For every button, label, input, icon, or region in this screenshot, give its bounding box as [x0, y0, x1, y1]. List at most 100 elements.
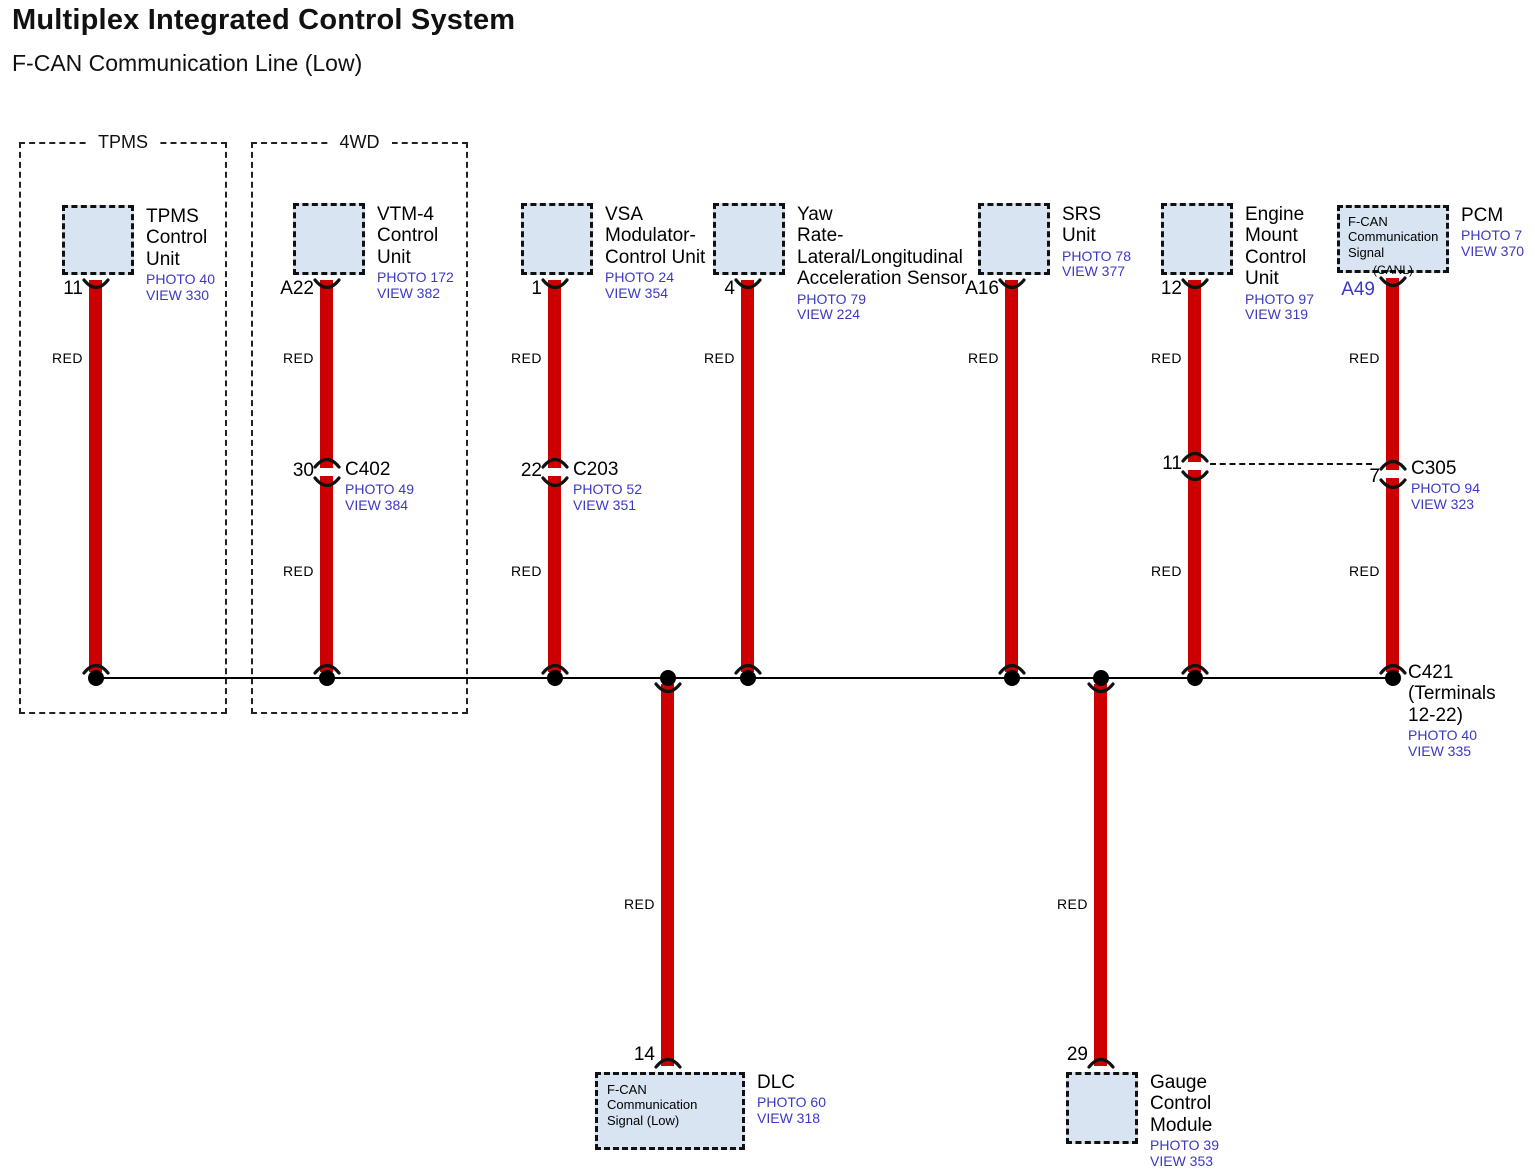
wire-top-terminal-arc-tpms	[81, 277, 111, 292]
pin-label-srs: A16	[965, 278, 999, 299]
wire-color-label: RED	[1348, 563, 1380, 579]
connector-gap-engine-mount	[1187, 462, 1203, 470]
page-subtitle: F-CAN Communication Line (Low)	[12, 50, 363, 76]
photo-view-refs: PHOTO 94 VIEW 323	[1411, 481, 1480, 512]
connector-symbol-upper-pcm	[1378, 457, 1408, 472]
photo-view-refs: PHOTO 79 VIEW 224	[797, 291, 967, 323]
wire-top-terminal-arc-srs	[997, 277, 1027, 292]
wire-top-terminal-arc-vsa	[540, 277, 570, 292]
component-box-vtm4-control-unit	[293, 203, 365, 275]
pin-label-c203: 22	[520, 460, 542, 481]
component-name: Yaw Rate- Lateral/Longitudinal Accelerat…	[797, 204, 968, 290]
photo-view-refs: PHOTO 24 VIEW 354	[605, 270, 705, 301]
view-ref: VIEW 318	[757, 1109, 821, 1126]
dlc-inner-signal-label: F-CAN Communication Signal (Low)	[607, 1082, 698, 1128]
view-ref: VIEW 323	[1411, 495, 1475, 512]
component-box-engine-mount	[1161, 203, 1233, 275]
pin-label-vsa: 1	[531, 278, 542, 299]
view-ref: VIEW 224	[797, 306, 861, 323]
connector-name: C203	[573, 459, 619, 480]
view-ref: VIEW 384	[345, 496, 409, 513]
wire-color-label: RED	[1150, 563, 1182, 579]
component-label-pcm: PCM PHOTO 7 VIEW 370	[1461, 205, 1524, 259]
wire-bottom-terminal-arc-dlc	[653, 1055, 683, 1070]
view-ref: VIEW 354	[605, 284, 669, 301]
wire-gauge	[1094, 684, 1107, 1066]
component-name: VTM-4 Control Unit	[377, 204, 439, 268]
connector-gap-vsa	[547, 468, 563, 476]
wire-color-label: RED	[510, 563, 542, 579]
connector-symbol-upper-vtm4	[312, 455, 342, 470]
photo-view-refs: PHOTO 78 VIEW 377	[1062, 247, 1131, 280]
connector-name: C421 (Terminals 12-22)	[1408, 662, 1496, 726]
component-label-dlc: DLC PHOTO 60 VIEW 318	[757, 1072, 826, 1126]
pin-label-tpms: 11	[63, 278, 83, 299]
wire-bottom-terminal-arc-engine-mount	[1180, 661, 1210, 676]
photo-ref: PHOTO 172	[377, 269, 454, 286]
photo-ref: PHOTO 78	[1062, 247, 1131, 264]
wire-color-label: RED	[51, 350, 83, 366]
photo-view-refs: PHOTO 60 VIEW 318	[757, 1095, 826, 1126]
pin-label-gauge: 29	[1066, 1044, 1088, 1065]
photo-ref: PHOTO 7	[1461, 227, 1523, 244]
group-label-wrap-tpms: TPMS	[19, 132, 227, 153]
view-ref: VIEW 335	[1408, 742, 1472, 759]
wire-color-label: RED	[1056, 896, 1088, 912]
group-label-4wd: 4WD	[327, 132, 392, 153]
component-box-dlc: F-CAN Communication Signal (Low)	[595, 1072, 745, 1150]
pin-label-c305-left: 11	[1162, 453, 1182, 474]
component-box-srs-unit	[978, 203, 1050, 275]
photo-ref: PHOTO 94	[1411, 480, 1480, 497]
photo-view-refs: PHOTO 52 VIEW 351	[573, 482, 642, 513]
component-name: DLC	[757, 1072, 796, 1093]
view-ref: VIEW 319	[1245, 306, 1309, 323]
connector-label-c402: C402 PHOTO 49 VIEW 384	[345, 459, 414, 513]
wire-bottom-terminal-arc-tpms	[81, 661, 111, 676]
component-name: VSA Modulator- Control Unit	[605, 204, 706, 268]
wire-bottom-terminal-arc-srs	[997, 661, 1027, 676]
photo-view-refs: PHOTO 40 VIEW 335	[1408, 728, 1496, 759]
connector-name: C305	[1411, 458, 1457, 479]
pcm-canl-label: (CANL)	[1372, 262, 1413, 277]
wire-top-terminal-arc-engine-mount	[1180, 277, 1210, 292]
component-name: Engine Mount Control Unit	[1245, 204, 1307, 290]
component-label-tpms: TPMS Control Unit PHOTO 40 VIEW 330	[146, 206, 215, 303]
wire-vsa	[548, 280, 561, 672]
junction-dot-8	[1385, 670, 1401, 686]
wire-tpms	[89, 280, 102, 672]
group-label-tpms: TPMS	[85, 132, 160, 153]
wire-bottom-terminal-arc-vsa	[540, 661, 570, 676]
junction-dot-2	[547, 670, 563, 686]
wire-color-label: RED	[967, 350, 999, 366]
wire-bottom-terminal-arc-pcm	[1378, 661, 1408, 676]
component-name: Gauge Control Module	[1150, 1072, 1213, 1136]
photo-view-refs: PHOTO 97 VIEW 319	[1245, 291, 1314, 323]
wire-bottom-terminal-arc-gauge	[1086, 1055, 1116, 1070]
connector-gap-vtm4	[319, 468, 335, 476]
c305-dashed-link	[1210, 463, 1372, 465]
pin-label-engine-mount: 12	[1160, 278, 1182, 299]
page-title: Multiplex Integrated Control System	[12, 4, 516, 36]
photo-ref: PHOTO 24	[605, 269, 674, 286]
component-name: TPMS Control Unit	[146, 206, 208, 270]
view-ref: VIEW 377	[1062, 263, 1126, 280]
connector-gap-pcm	[1385, 470, 1401, 478]
component-label-vtm4: VTM-4 Control Unit PHOTO 172 VIEW 382	[377, 204, 454, 301]
wire-vtm4	[320, 280, 333, 672]
view-ref: VIEW 330	[146, 286, 210, 303]
connector-symbol-lower-engine-mount	[1180, 469, 1210, 484]
wire-yaw	[741, 280, 754, 672]
connector-symbol-lower-pcm	[1378, 477, 1408, 492]
wire-color-label: RED	[282, 563, 314, 579]
component-box-vsa-modulator	[521, 203, 593, 275]
photo-ref: PHOTO 39	[1150, 1137, 1219, 1154]
connector-label-c203: C203 PHOTO 52 VIEW 351	[573, 459, 642, 513]
photo-view-refs: PHOTO 7 VIEW 370	[1461, 228, 1524, 259]
connector-name: C402	[345, 459, 391, 480]
pin-label-c305-right: 7	[1369, 466, 1380, 487]
pin-label-vtm4: A22	[280, 278, 314, 299]
component-box-pcm: F-CAN Communication Signal (CANL)	[1337, 205, 1449, 277]
component-label-vsa: VSA Modulator- Control Unit PHOTO 24 VIE…	[605, 204, 705, 301]
photo-view-refs: PHOTO 49 VIEW 384	[345, 482, 414, 513]
